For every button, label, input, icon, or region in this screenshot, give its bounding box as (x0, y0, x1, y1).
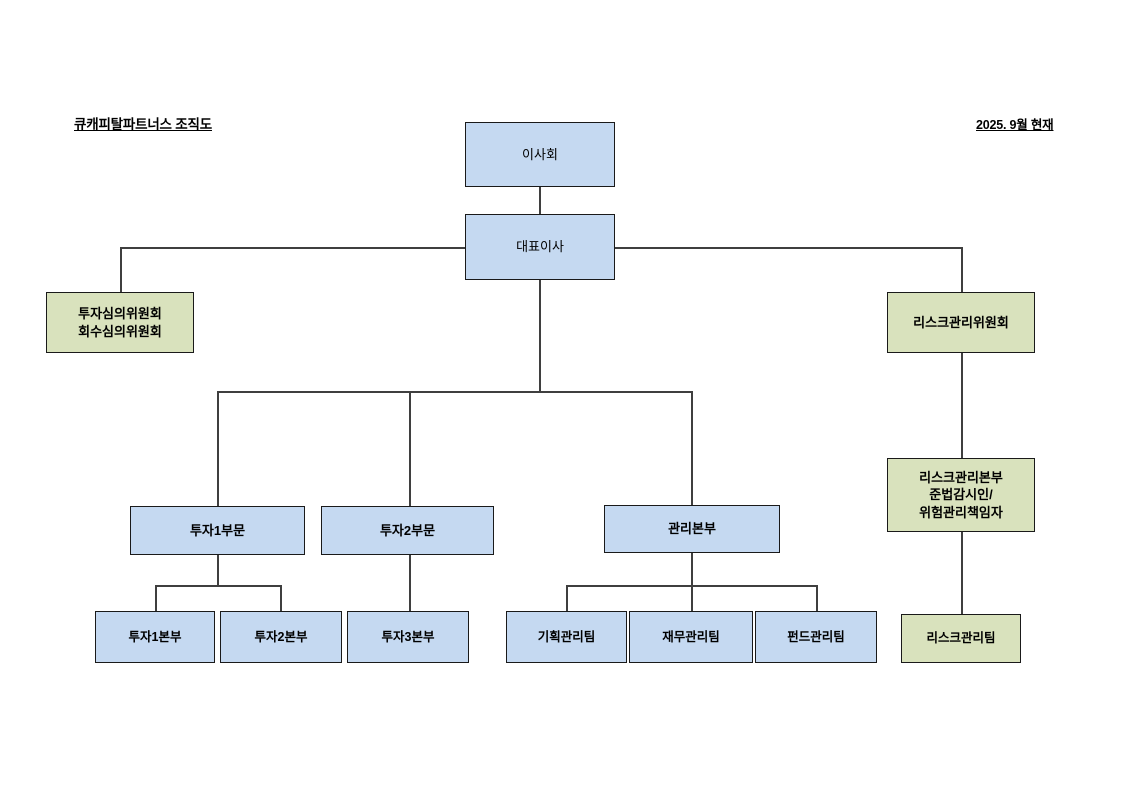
node-finance-management-team[interactable]: 재무관리팀 (629, 611, 753, 663)
connector-division-bus (217, 391, 692, 393)
connector-inv-div1-down (217, 555, 219, 585)
node-risk-management-team[interactable]: 리스크관리팀 (901, 614, 1021, 663)
node-label: 기획관리팀 (537, 629, 596, 644)
node-label: 리스크관리위원회 (913, 314, 1009, 330)
connector-fin-team-drop (691, 585, 693, 611)
as-of-date: 2025. 9월 현재 (976, 118, 1054, 132)
node-label: 관리본부 (668, 521, 716, 537)
connector-division-drop-admin (691, 391, 693, 506)
connector-risk-committee-to-hq (961, 353, 963, 458)
node-investment-hq-1[interactable]: 투자1본부 (95, 611, 215, 663)
node-label: 리스크관리본부 준법감시인/ 위험관리책임자 (919, 470, 1003, 520)
connector-investment-committee-drop (120, 247, 122, 292)
node-label: 투자1본부 (128, 629, 182, 644)
node-planning-management-team[interactable]: 기획관리팀 (506, 611, 627, 663)
connector-ceo-down (539, 280, 541, 392)
connector-risk-hq-to-team (961, 532, 963, 614)
node-label: 투자2본부 (254, 629, 308, 644)
connector-risk-committee-drop (961, 247, 963, 292)
node-label: 펀드관리팀 (787, 629, 845, 644)
node-label: 투자심의위원회 회수심의위원회 (78, 306, 162, 339)
node-label: 투자2부문 (379, 522, 436, 538)
node-investment-division-1[interactable]: 투자1부문 (130, 506, 305, 555)
node-fund-management-team[interactable]: 펀드관리팀 (755, 611, 877, 663)
connector-inv-div2-to-hq3 (409, 555, 411, 611)
connector-ceo-left-bus (120, 247, 465, 249)
connector-inv-hq1-drop (155, 585, 157, 611)
node-label: 리스크관리팀 (926, 631, 996, 646)
node-investment-review-committee[interactable]: 투자심의위원회 회수심의위원회 (46, 292, 194, 353)
node-label: 대표이사 (516, 239, 564, 255)
node-label: 재무관리팀 (662, 629, 720, 644)
connector-inv-div1-bus (155, 585, 280, 587)
node-investment-hq-2[interactable]: 투자2본부 (220, 611, 342, 663)
node-label: 투자1부문 (189, 522, 246, 538)
node-label: 투자3본부 (381, 629, 435, 644)
connector-admin-hq-down (691, 553, 693, 585)
node-investment-hq-3[interactable]: 투자3본부 (347, 611, 469, 663)
connector-division-drop-inv1 (217, 391, 219, 506)
node-administration-headquarters[interactable]: 관리본부 (604, 505, 780, 553)
node-board-of-directors[interactable]: 이사회 (465, 122, 615, 187)
node-risk-management-headquarters[interactable]: 리스크관리본부 준법감시인/ 위험관리책임자 (887, 458, 1035, 532)
page-title: 큐캐피탈파트너스 조직도 (74, 117, 212, 132)
connector-inv-hq2-drop (280, 585, 282, 611)
connector-board-ceo (539, 187, 541, 214)
node-risk-management-committee[interactable]: 리스크관리위원회 (887, 292, 1035, 353)
node-investment-division-2[interactable]: 투자2부문 (321, 506, 494, 555)
connector-division-drop-inv2 (409, 391, 411, 506)
connector-ceo-right-bus (615, 247, 962, 249)
node-label: 이사회 (522, 146, 558, 162)
connector-fund-team-drop (816, 585, 818, 611)
node-ceo[interactable]: 대표이사 (465, 214, 615, 280)
connector-plan-team-drop (566, 585, 568, 611)
